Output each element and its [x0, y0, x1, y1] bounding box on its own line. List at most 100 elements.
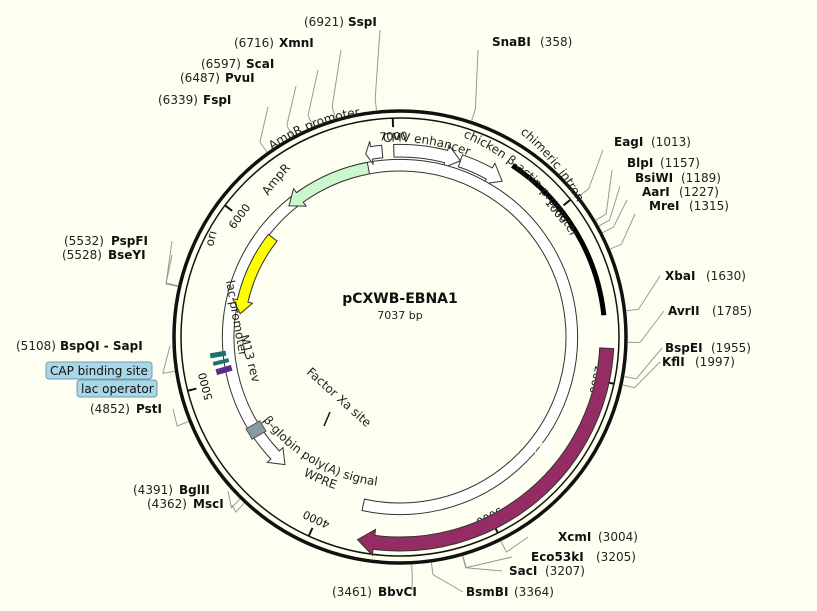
site-leader-line — [165, 240, 178, 287]
ori-arrow — [231, 233, 278, 315]
lac-promoter-marker — [212, 358, 230, 366]
site-name: BglII — [179, 483, 210, 497]
site-name: FspI — [203, 93, 231, 107]
site-leader-line — [227, 490, 241, 509]
factor-xa-site-marker — [323, 411, 331, 427]
site-pos: (4852) — [90, 402, 130, 416]
restriction-sites: (6921) SspI SnaBI (358) (6716) XmnI (659… — [16, 15, 752, 599]
site-pos: (1315) — [689, 199, 729, 213]
site-leader-line — [165, 254, 178, 287]
factor-xa-site-label: Factor Xa site — [304, 365, 374, 430]
site-pos: (4362) — [147, 497, 187, 511]
site-pos: (5108) — [16, 339, 56, 353]
ampr-label: AmpR — [259, 161, 293, 198]
site-pos: (6716) — [234, 36, 274, 50]
plasmid-name: pCXWB-EBNA1 — [342, 291, 458, 307]
site-name: XbaI — [665, 269, 695, 283]
beta-globin-polya-marker — [245, 420, 267, 440]
site-leader-line — [374, 29, 381, 111]
site-pos: (6921) — [304, 15, 344, 29]
site-pos: (3207) — [545, 564, 585, 578]
site-name: XcmI — [558, 530, 591, 544]
site-name: BsiWI — [635, 171, 673, 185]
site-pos: (3364) — [514, 585, 554, 599]
site-leader-line — [331, 49, 342, 119]
lac-operator-badge: lac operator — [76, 379, 158, 398]
site-name: PstI — [136, 402, 162, 416]
tick-mark — [224, 204, 233, 212]
site-leader-line — [286, 85, 297, 137]
site-pos: (1630) — [706, 269, 746, 283]
site-pos: (6339) — [158, 93, 198, 107]
site-name: BlpI — [627, 156, 653, 170]
site-leader-line — [602, 199, 628, 234]
site-leader-line — [624, 347, 663, 380]
site-name: BspQI - SapI — [60, 339, 143, 353]
m13-rev-label: M13 rev — [237, 333, 263, 384]
site-name: AarI — [642, 185, 670, 199]
tick-mark — [187, 387, 197, 392]
site-leader-line — [622, 361, 661, 389]
site-leader-line — [471, 49, 479, 121]
feature-layer — [221, 141, 615, 557]
ampr-promoter-label: AmpR promoter — [266, 105, 361, 153]
backbone-inner-ring — [180, 117, 620, 557]
site-pos: (3205) — [596, 550, 636, 564]
site-pos: (5528) — [62, 248, 102, 262]
site-name: BspEI — [665, 341, 703, 355]
site-leader-line — [231, 502, 245, 513]
cap-binding-site-marker — [209, 350, 227, 359]
ampr-arrow — [288, 161, 371, 207]
backbone-outer-ring — [172, 109, 628, 565]
tick-label: 4000 — [301, 508, 332, 531]
site-pos: (1227) — [679, 185, 719, 199]
chimeric-intron-marker — [511, 163, 607, 316]
site-name: SacI — [509, 564, 537, 578]
site-leader-line — [500, 536, 529, 553]
tick-mark — [307, 527, 314, 537]
site-leader-line — [411, 564, 413, 591]
site-name: BsmBI — [466, 585, 508, 599]
svg-text:lac operator: lac operator — [81, 382, 154, 396]
site-name: KflI — [662, 355, 685, 369]
ori-label: ori — [202, 229, 219, 248]
tick-label: 5000 — [196, 371, 215, 401]
chicken-beta-actin-promoter-arrow — [457, 154, 503, 185]
site-leader-line — [172, 408, 189, 427]
site-leader-line — [598, 185, 621, 227]
site-name: MscI — [193, 497, 224, 511]
site-name: BseYI — [108, 248, 146, 262]
site-pos: (4391) — [133, 483, 173, 497]
site-pos: (1785) — [712, 304, 752, 318]
plasmid-length: 7037 bp — [377, 309, 422, 322]
site-pos: (1013) — [651, 135, 691, 149]
site-name: SnaBI — [492, 35, 531, 49]
site-name: EagI — [614, 135, 643, 149]
site-name: MreI — [649, 199, 679, 213]
tick-mark — [562, 198, 572, 207]
ebna1-arrow — [356, 347, 615, 557]
site-name: XmnI — [279, 36, 314, 50]
site-pos: (1997) — [695, 355, 735, 369]
site-pos: (1157) — [660, 156, 700, 170]
site-leader-line — [430, 562, 464, 593]
site-name: AvrII — [668, 304, 700, 318]
site-leader-lines — [162, 29, 665, 593]
ampr-promoter-arrow — [365, 141, 384, 165]
site-leader-line — [162, 345, 175, 374]
site-leader-line — [595, 169, 613, 221]
cap-binding-site-badge: CAP binding site — [45, 361, 153, 380]
site-name: SspI — [348, 15, 377, 29]
site-leader-line — [626, 275, 661, 312]
site-pos: (3004) — [598, 530, 638, 544]
site-leader-line — [259, 106, 269, 153]
svg-text:CAP binding site: CAP binding site — [50, 364, 148, 378]
site-pos: (358) — [540, 35, 572, 49]
tick-label: 7000 — [379, 130, 407, 144]
site-leader-line — [627, 310, 665, 344]
cmv-enhancer-arrow — [393, 143, 462, 169]
site-name: PvuI — [225, 71, 255, 85]
site-name: Eco53kI — [531, 550, 584, 564]
site-leader-line — [462, 555, 513, 569]
